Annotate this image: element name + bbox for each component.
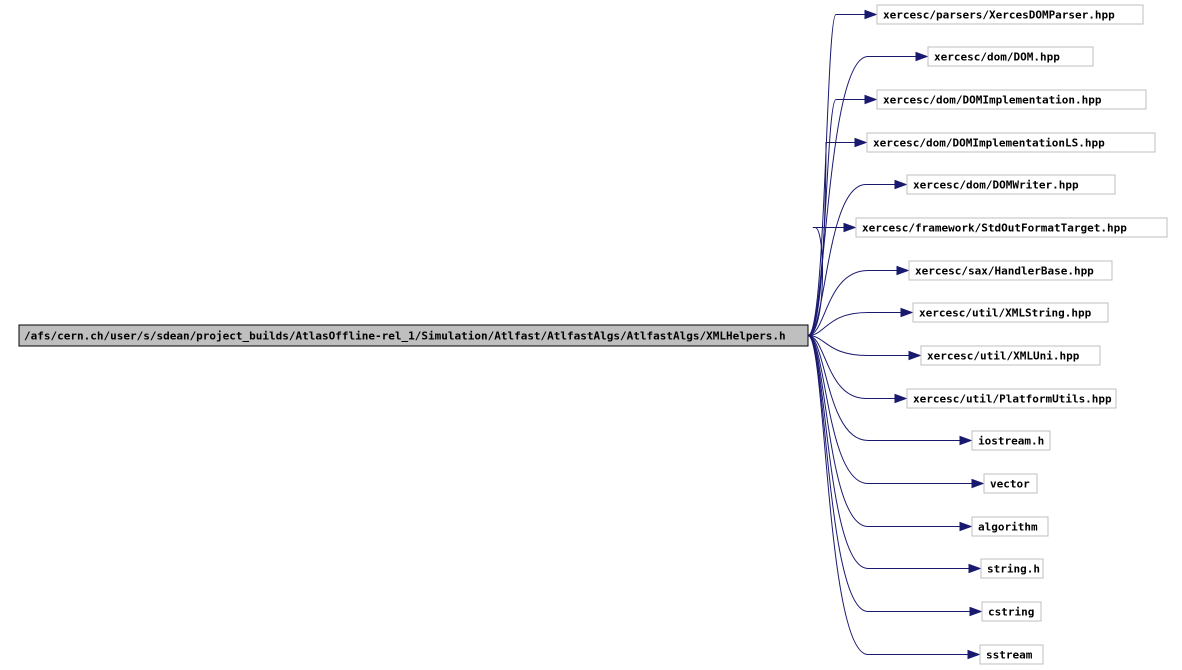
include-edge-xercesc-parsers-xercesdomparser-hpp: [807, 13, 876, 336]
include-node-vector[interactable]: vector: [983, 473, 1038, 494]
arrowhead-icon: [971, 478, 985, 489]
arrowhead-icon: [896, 265, 910, 276]
arrowhead-icon: [894, 179, 908, 190]
include-node-xercesc-sax-handlerbase-hpp[interactable]: xercesc/sax/HandlerBase.hpp: [908, 260, 1113, 281]
include-edge-string-h: [807, 335, 980, 570]
arrowhead-icon: [968, 563, 982, 574]
include-node-xercesc-dom-domimplementationls-hpp[interactable]: xercesc/dom/DOMImplementationLS.hpp: [866, 132, 1156, 153]
include-edges: [807, 9, 985, 660]
arrowhead-icon: [854, 137, 868, 148]
include-node-box: [980, 558, 1044, 579]
include-node-label: xercesc/dom/DOMImplementationLS.hpp: [873, 137, 1105, 150]
include-node-label: xercesc/util/XMLUni.hpp: [927, 350, 1080, 363]
arrowhead-icon: [843, 222, 857, 233]
include-node-cstring[interactable]: cstring: [981, 601, 1042, 622]
include-node-label: xercesc/util/XMLString.hpp: [919, 307, 1092, 320]
include-edge-xercesc-util-xmluni-hpp: [807, 335, 920, 356]
include-node-label: vector: [990, 478, 1030, 491]
include-node-algorithm[interactable]: algorithm: [971, 516, 1049, 537]
include-edge-algorithm: [807, 335, 971, 527]
include-edge-cstring: [807, 335, 981, 613]
include-node-box: [906, 174, 1116, 195]
include-node-box: [927, 46, 1094, 67]
include-node-box: [983, 473, 1038, 494]
arrowhead-icon: [894, 393, 908, 404]
arrowhead-icon: [959, 435, 973, 446]
include-node-string-h[interactable]: string.h: [980, 558, 1044, 579]
include-node-sstream[interactable]: sstream: [979, 644, 1044, 665]
include-node-label: xercesc/parsers/XercesDOMParser.hpp: [883, 9, 1115, 22]
include-node-label: xercesc/dom/DOMImplementation.hpp: [883, 94, 1102, 107]
include-node-box: [855, 217, 1168, 238]
include-node-box: [908, 260, 1113, 281]
include-node-label: xercesc/sax/HandlerBase.hpp: [915, 265, 1094, 278]
include-node-xercesc-dom-domimplementation-hpp[interactable]: xercesc/dom/DOMImplementation.hpp: [876, 89, 1147, 110]
include-node-label: xercesc/util/PlatformUtils.hpp: [913, 393, 1112, 406]
include-node-xercesc-framework-stdoutformattarget-hpp[interactable]: xercesc/framework/StdOutFormatTarget.hpp: [855, 217, 1168, 238]
root-node[interactable]: /afs/cern.ch/user/s/sdean/project_builds…: [18, 324, 809, 347]
include-node-xercesc-dom-domwriter-hpp[interactable]: xercesc/dom/DOMWriter.hpp: [906, 174, 1116, 195]
arrowhead-icon: [864, 9, 878, 20]
include-node-box: [971, 516, 1049, 537]
include-edge-xercesc-dom-domimplementationls-hpp: [807, 142, 866, 336]
arrowhead-icon: [969, 606, 983, 617]
include-node-label: cstring: [988, 606, 1034, 619]
arrowhead-icon: [908, 350, 922, 361]
root-node-box: [18, 324, 809, 347]
include-node-label: string.h: [987, 563, 1040, 576]
include-node-label: algorithm: [978, 521, 1038, 534]
include-node-label: xercesc/framework/StdOutFormatTarget.hpp: [862, 222, 1127, 235]
include-node-xercesc-util-xmlstring-hpp[interactable]: xercesc/util/XMLString.hpp: [912, 302, 1109, 323]
include-node-box: [906, 388, 1117, 409]
include-edge-xercesc-dom-domimplementation-hpp: [807, 99, 876, 336]
include-node-box: [920, 345, 1101, 366]
include-node-box: [876, 4, 1144, 25]
include-node-xercesc-util-xmluni-hpp[interactable]: xercesc/util/XMLUni.hpp: [920, 345, 1101, 366]
include-node-box: [866, 132, 1156, 153]
arrowhead-icon: [959, 521, 973, 532]
include-node-label: iostream.h: [978, 435, 1044, 448]
include-node-box: [979, 644, 1044, 665]
include-node-box: [971, 430, 1051, 451]
include-node-label: xercesc/dom/DOMWriter.hpp: [913, 179, 1079, 192]
include-node-box: [981, 601, 1042, 622]
arrowhead-icon: [967, 649, 981, 660]
include-node-box: [876, 89, 1147, 110]
arrowhead-icon: [864, 94, 878, 105]
include-node-xercesc-util-platformutils-hpp[interactable]: xercesc/util/PlatformUtils.hpp: [906, 388, 1117, 409]
include-node-iostream-h[interactable]: iostream.h: [971, 430, 1051, 451]
include-node-box: [912, 302, 1109, 323]
include-nodes: xercesc/parsers/XercesDOMParser.hpp xerce…: [855, 4, 1168, 665]
include-node-xercesc-parsers-xercesdomparser-hpp[interactable]: xercesc/parsers/XercesDOMParser.hpp: [876, 4, 1144, 25]
arrowhead-icon: [900, 307, 914, 318]
include-edge-iostream-h: [807, 335, 971, 442]
root-node-label: /afs/cern.ch/user/s/sdean/project_builds…: [24, 330, 786, 343]
include-edge-xercesc-framework-stdoutformattarget-hpp: [807, 227, 855, 336]
include-node-label: xercesc/dom/DOM.hpp: [934, 51, 1060, 64]
include-node-label: sstream: [986, 649, 1033, 662]
include-edge-xercesc-sax-handlerbase-hpp: [807, 269, 908, 336]
arrowhead-icon: [915, 51, 929, 62]
include-node-xercesc-dom-dom-hpp[interactable]: xercesc/dom/DOM.hpp: [927, 46, 1094, 67]
include-edge-sstream: [807, 335, 979, 655]
include-edge-vector: [807, 335, 983, 484]
